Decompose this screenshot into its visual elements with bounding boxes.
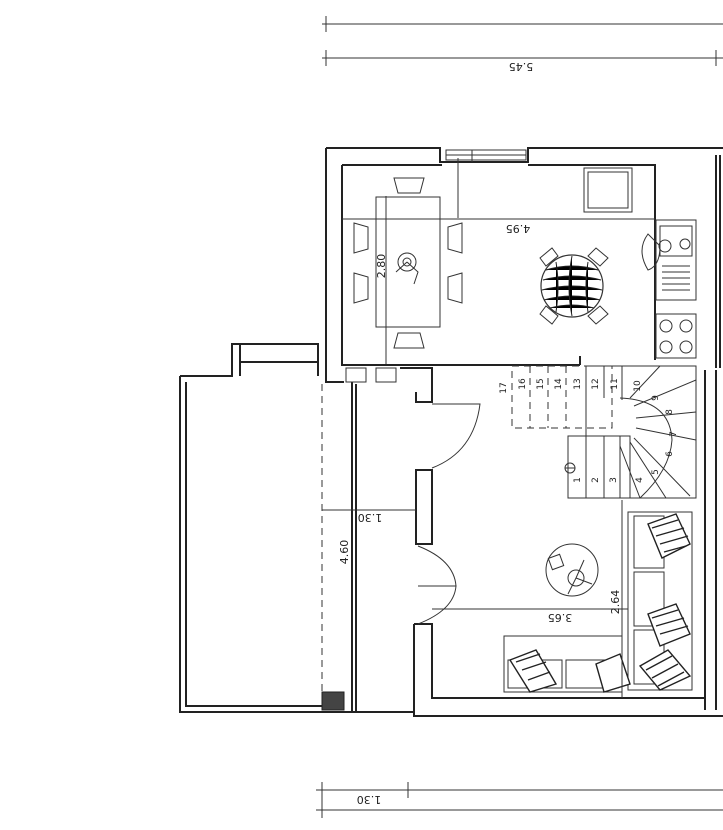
burner-icon xyxy=(659,340,673,354)
step-label: 8 xyxy=(665,409,675,415)
bottom-dimension-lines: 1.30 xyxy=(316,782,723,818)
step-label: 3 xyxy=(609,477,619,483)
doors xyxy=(417,403,481,625)
door-swing xyxy=(417,585,457,625)
step-label: 14 xyxy=(554,378,564,390)
centerpiece-icon xyxy=(397,252,417,272)
dimension-kitchen-width: 4.95 xyxy=(506,222,531,235)
chair xyxy=(393,177,425,194)
staircase: 17 16 15 14 13 12 11 10 9 8 7 6 5 4 3 2 … xyxy=(499,365,697,499)
step-label: 5 xyxy=(651,469,661,475)
dimension-kitchen-height: 2.80 xyxy=(375,254,388,279)
burner-icon xyxy=(659,319,673,333)
chair xyxy=(447,222,463,254)
step-label: 2 xyxy=(591,477,601,483)
chair xyxy=(447,272,463,304)
round-table xyxy=(539,247,609,325)
step-label: 1 xyxy=(573,477,583,483)
step-label: 11 xyxy=(610,378,620,389)
step-label: 10 xyxy=(633,380,643,392)
step-label: 4 xyxy=(635,477,645,483)
dimension-living-width: 3.65 xyxy=(548,611,573,624)
sink xyxy=(655,219,697,301)
step-label: 9 xyxy=(651,395,661,401)
step-label: 12 xyxy=(591,378,601,389)
door-swing xyxy=(431,403,481,469)
chair xyxy=(393,332,425,349)
living-room: 3.65 2.64 xyxy=(432,500,693,698)
dimension-garage-depth: 4.60 xyxy=(338,540,351,565)
stove xyxy=(655,313,697,359)
chair xyxy=(353,222,369,254)
dimension-passage-width: 1.30 xyxy=(358,511,383,524)
top-dimension-lines: 5.45 xyxy=(322,16,723,73)
burner-icon xyxy=(679,340,693,354)
step-label: 17 xyxy=(499,382,509,393)
outer-walls xyxy=(179,147,723,717)
dining-area: 2.80 xyxy=(353,177,463,364)
kitchen-appliances xyxy=(583,167,697,359)
fridge xyxy=(583,167,633,213)
step-label: 15 xyxy=(536,378,546,389)
dimension-bottom-width: 1.30 xyxy=(357,793,382,806)
faucet-icon xyxy=(658,239,672,253)
step-label: 7 xyxy=(669,431,679,437)
step-label: 13 xyxy=(573,378,583,389)
burner-icon xyxy=(679,319,693,333)
step-label: 16 xyxy=(518,378,528,390)
dimension-living-height: 2.64 xyxy=(609,590,622,615)
dimension-top-width: 5.45 xyxy=(509,60,534,73)
plant-icon xyxy=(567,569,585,587)
chair xyxy=(353,272,369,304)
door-swing xyxy=(417,545,457,587)
step-label: 6 xyxy=(665,451,675,457)
